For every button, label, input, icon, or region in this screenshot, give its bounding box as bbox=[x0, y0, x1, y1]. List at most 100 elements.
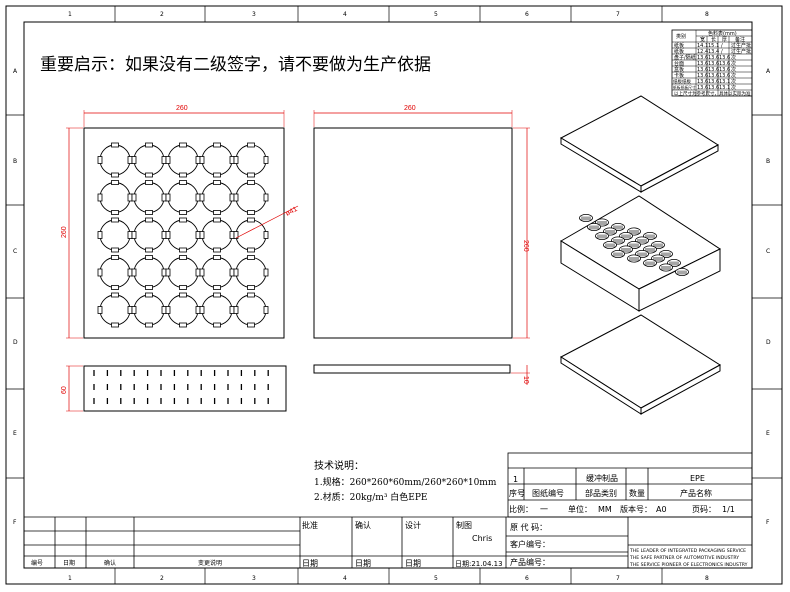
zone-top-6: 6 bbox=[525, 11, 529, 18]
dim-height-front: 260 bbox=[61, 226, 68, 238]
hole-notch bbox=[145, 210, 153, 215]
material-table: 色料表(mm) 类别 宽 长 厚 备注 纸板 14.1 15.1 / 过生产批 … bbox=[671, 29, 753, 97]
zone-right-E: E bbox=[766, 430, 770, 437]
hole-notch bbox=[247, 217, 255, 223]
material-table-footer: 以上尺寸为参考尺寸，具体以实际为准 bbox=[674, 90, 751, 97]
title-date-design: 日期 bbox=[405, 559, 421, 568]
hole-notch bbox=[131, 306, 137, 314]
hole-notch bbox=[145, 217, 153, 223]
zone-bottom-6: 6 bbox=[525, 575, 529, 582]
material-row-1-type: 纸板 bbox=[674, 42, 684, 49]
hole-cutout bbox=[167, 182, 199, 213]
zone-left-A: A bbox=[13, 68, 18, 75]
isometric-view bbox=[559, 95, 722, 415]
lid-view-outline bbox=[313, 127, 513, 339]
material-row-4-h: 13.6 bbox=[719, 61, 730, 67]
material-table-header-note: 备注 bbox=[735, 36, 745, 43]
hole-notch bbox=[247, 285, 255, 290]
outer-frame bbox=[5, 5, 783, 585]
hole-notch bbox=[213, 285, 221, 290]
dim-hole-diameter: ø41 bbox=[285, 206, 299, 218]
revision-col-confirm: 确认 bbox=[104, 559, 116, 567]
material-row-8-note: 次 bbox=[731, 84, 736, 91]
material-row-7-w: 13.6 bbox=[697, 79, 708, 85]
hole-cutout bbox=[99, 219, 131, 251]
hole-cutout bbox=[99, 257, 131, 288]
material-table-title: 色料表(mm) bbox=[708, 30, 737, 37]
title-col-drawing-no: 图纸编号 bbox=[532, 488, 564, 498]
hole-cutout bbox=[235, 294, 267, 326]
hole-notch bbox=[179, 142, 187, 148]
material-row-6-w: 13.6 bbox=[697, 73, 708, 79]
title-scale-label: 比例： bbox=[509, 504, 533, 514]
material-table-header-h: 厚 bbox=[722, 37, 727, 43]
hole-notch bbox=[97, 306, 103, 314]
hole-notch bbox=[111, 255, 119, 260]
zone-bottom-5: 5 bbox=[434, 575, 438, 582]
zone-bottom-7: 7 bbox=[616, 575, 620, 582]
hole-notch bbox=[213, 217, 221, 223]
hole-notch bbox=[263, 156, 269, 164]
iso-bottom-lid-right bbox=[640, 364, 721, 415]
dim-thickness-lid: 10 bbox=[522, 376, 529, 384]
title-col-product-name: 产品名称 bbox=[680, 488, 712, 498]
title-category-value: 缓冲制品 bbox=[586, 473, 618, 483]
zone-bottom-8: 8 bbox=[705, 575, 709, 582]
material-row-7-l: 13.6 bbox=[708, 79, 719, 85]
slot-marks bbox=[93, 370, 269, 404]
tech-notes: 技术说明： 1.规格：260*260*60mm/260*260*10mm 2.材… bbox=[314, 459, 497, 503]
hole-notch bbox=[179, 247, 187, 253]
revision-col-no: 编号 bbox=[31, 559, 43, 567]
zone-bottom-4: 4 bbox=[343, 575, 347, 582]
hole-notch bbox=[127, 193, 133, 202]
hole-notch bbox=[161, 231, 167, 239]
zone-labels: 1 2 3 4 5 6 7 8 1 2 3 4 5 6 7 8 A B C D … bbox=[13, 11, 771, 582]
zone-top-2: 2 bbox=[160, 11, 164, 18]
title-item-no: 1 bbox=[513, 475, 518, 484]
material-table-header-w: 宽 bbox=[700, 36, 705, 43]
revision-block bbox=[24, 516, 300, 568]
hole-notch bbox=[111, 285, 119, 290]
hole-notch bbox=[97, 193, 103, 202]
zone-top-5: 5 bbox=[434, 11, 438, 18]
hole-notch bbox=[111, 292, 119, 298]
hole-notch bbox=[199, 156, 205, 164]
hole-notch bbox=[213, 322, 221, 328]
hole-notch bbox=[111, 210, 119, 215]
hole-notch bbox=[179, 217, 187, 223]
hole-notch bbox=[199, 268, 205, 277]
hole-notch bbox=[179, 322, 187, 328]
front-view: 260 260 ø41 bbox=[61, 105, 299, 339]
material-row-2-h: / bbox=[721, 49, 723, 55]
hole-cutout bbox=[167, 294, 199, 326]
hole-notch bbox=[213, 292, 221, 298]
hole-notch bbox=[233, 193, 239, 202]
hole-notch bbox=[229, 268, 235, 277]
dim-leader-hole bbox=[235, 205, 299, 239]
title-drafter: Chris bbox=[472, 534, 492, 543]
title-col-category: 部品类别 bbox=[585, 488, 617, 498]
hole-cutout bbox=[133, 182, 165, 213]
zone-top-1: 1 bbox=[68, 11, 72, 18]
material-row-5-type: 盒板 bbox=[674, 66, 684, 73]
material-row-7-type: 纸板纸板 bbox=[673, 78, 691, 85]
hole-notch bbox=[229, 306, 235, 314]
material-row-1-l: 15.1 bbox=[708, 43, 719, 49]
hole-notch bbox=[97, 231, 103, 239]
hole-notch bbox=[233, 268, 239, 277]
hole-cutout bbox=[167, 257, 199, 288]
zone-left-E: E bbox=[13, 430, 17, 437]
title-version-label: 版本号： bbox=[620, 504, 652, 514]
title-version-value: A0 bbox=[656, 505, 667, 514]
material-row-2-w: 12.4 bbox=[697, 49, 708, 55]
hole-notch bbox=[195, 268, 201, 277]
hole-notch bbox=[111, 180, 119, 185]
title-product-name-value: EPE bbox=[690, 474, 705, 483]
title-slogan-1: THE LEADER OF INTEGRATED PACKAGING SERVI… bbox=[629, 548, 746, 554]
hole-notch bbox=[165, 231, 171, 239]
material-row-4-w: 13.6 bbox=[697, 61, 708, 67]
lid-view: 260 260 10 bbox=[313, 105, 530, 385]
hole-notch bbox=[263, 268, 269, 277]
hole-notch bbox=[195, 193, 201, 202]
title-confirm: 确认 bbox=[355, 520, 371, 530]
